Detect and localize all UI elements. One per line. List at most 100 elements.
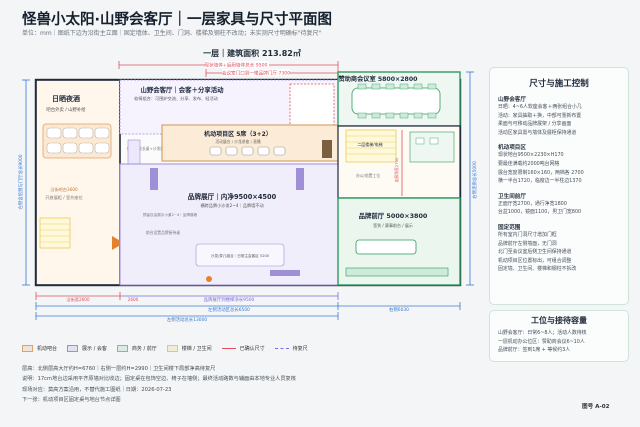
- room-hall-sub: 软椅组合：可围炉交流、分享、发布、轻活动: [134, 95, 218, 102]
- spec-item: 品牌前厅左侧墙面，无门洞: [498, 240, 557, 247]
- spec-item: 正面厅宽2700，通行净宽1800: [498, 200, 567, 207]
- plan-header: 一层｜建筑面积 213.82㎡: [203, 48, 301, 58]
- entry-arrow-icon: [112, 236, 124, 250]
- front-counter: [345, 267, 449, 277]
- room-brand-hall-sub: 横跨品牌小沙发2~4｜品牌墙不动: [200, 202, 263, 209]
- stair-block: [39, 217, 71, 249]
- brand-hall-shelf-right: [296, 168, 304, 190]
- capacity-panel: 工位与接待容量 山野会客厅：日常6~8人；活动人数待核 一层机动办公位区：赞助商…: [489, 310, 629, 362]
- room-sun-bar-sub: 吧台外卖 / 山野补给: [46, 106, 86, 113]
- legend-swatch: [274, 347, 289, 349]
- legend-item: 已确认尺寸: [221, 345, 265, 352]
- spec-item: 活动：家具抽取＋换，中部可重新布置: [498, 112, 582, 119]
- spec-panel: 尺寸与施工控制 山野会客厅 日晒：4~6人软座会客＋两张组合小几 活动：家具抽取…: [489, 67, 629, 305]
- stair-lines: [40, 223, 70, 243]
- room-brand-hall-bottom: 预留自由展示小桌2~4｜品牌展墙: [143, 212, 198, 217]
- legend-swatch: [116, 344, 128, 352]
- spec-section-name: 固定范围: [498, 224, 521, 231]
- spec-section-name: 机动项目区: [498, 145, 526, 152]
- spec-item: 柔面与可移动品牌展架 / 分享画面: [498, 121, 572, 128]
- top-dimension-1-label: 现状墙体+后厨墙体总长 9500: [205, 62, 268, 69]
- room-sun-bar-note2: 开放展柜 / 室外座位: [45, 194, 83, 201]
- mobile-zone-seats: [209, 146, 286, 156]
- capacity-item: 一层机动办公位区：赞助商会议6~10人: [498, 338, 585, 345]
- room-hall-note: 拼桌会议长桌+沙发组团（可拆）: [127, 146, 183, 151]
- spec-item: 横一半台1720，临窗边一半柱边1370: [498, 178, 582, 185]
- page-subtitle: 单位：mm｜图纸下边为沿街主立面｜固定墙体、卫生间、门洞、楼梯及钢柱不改动；未实…: [22, 30, 322, 37]
- bottom-dim-1-label: 品牌展厅到楼梯净长9500: [204, 296, 255, 303]
- left-dimension-label: 左侧含后厨与门厅总长9000: [17, 154, 24, 209]
- spec-item: 台盆1000，镜面1100，男卫门宽800: [498, 209, 582, 216]
- elevator-stair: [345, 129, 397, 163]
- room-sun-bar-title: 日晒夜酒: [52, 94, 80, 103]
- mobile-zone-title: 机动项目区 5席（3+2）: [204, 130, 272, 138]
- legend-swatch: [67, 344, 79, 352]
- bottom-dimension-row-3: 左侧活动总长13000: [35, 312, 339, 323]
- legend-label: 已确认尺寸: [239, 345, 265, 352]
- spec-section-name: 山野会客厅: [498, 97, 526, 103]
- legend-label: 待复尺: [292, 345, 308, 352]
- spec-item: 机动项目区位置标出，可组合调整: [498, 257, 572, 264]
- legend-item: 展示 / 会客: [67, 344, 107, 352]
- spec-item: 要最佳满载约2000吨台网格: [498, 160, 560, 167]
- top-dimension-1: 现状墙体+后厨墙体总长 9500: [118, 61, 339, 69]
- legend-item: 待复尺: [274, 345, 308, 352]
- brand-hall-sofa-label: 沙发/茶几组合｜日常主会客区 5200: [211, 253, 270, 258]
- corridor-label: 二层楼梯/电梯: [357, 141, 382, 147]
- legend-item: 机动吧台: [22, 344, 58, 352]
- legend-label: 商务 / 前厅: [131, 345, 157, 352]
- room-front-title: 品牌前厅 5000×3800: [359, 211, 428, 220]
- notes: 层高：北侧层高大厅约H=6760｜右侧一层约H=2990｜卫生间楼下局部净高待复…: [22, 364, 482, 406]
- right-dimension-label: 右侧走廊总长5000: [471, 161, 478, 199]
- legend-label: 机动吧台: [37, 345, 58, 352]
- meeting-chairs: [357, 83, 437, 119]
- corridor-note: 办公/前置工位: [356, 173, 380, 178]
- legend-swatch: [22, 344, 33, 352]
- room-sun-bar-note: 沿街吧台3600: [50, 186, 78, 193]
- spec-title: 尺寸与施工控制: [529, 79, 589, 89]
- capacity-title: 工位与接待容量: [531, 316, 587, 325]
- bar-stools: [46, 127, 110, 154]
- legend-item: 楼梯 / 卫生间: [166, 344, 212, 352]
- bottom-dim-2-label: 左侧活动区总长6500: [208, 306, 250, 313]
- capacity-item: 山野会客厅：日常6~8人；活动人数待核: [498, 330, 587, 336]
- bottom-dim-6-label: 2600: [128, 297, 139, 302]
- spec-item: 所有室内门洞尺寸增加门框: [498, 231, 557, 238]
- spec-item: 北门至会议室后侧卫生间保持通道: [498, 249, 572, 256]
- elevator-stair-lines: [346, 135, 396, 155]
- hall-shelf: [289, 83, 335, 131]
- bottom-dimension-row-2: 左侧活动区总长6500 右侧6030: [35, 302, 461, 313]
- capacity-item: 品牌前厅：签到1席 + 等候约3人: [498, 347, 571, 354]
- legend-swatch: [166, 344, 178, 352]
- mobile-zone-post: [322, 140, 332, 158]
- mobile-zone-sub: 活动展台 / 沙龙讲座 / 直播: [215, 139, 261, 144]
- meeting-table: [351, 87, 441, 115]
- bottom-dimension-row-1: 沿街宽2600 2600 品牌展厅到楼梯净长9500: [35, 292, 339, 303]
- spec-item: 日晒：4~6人软座会客＋两张组合小几: [498, 104, 582, 110]
- spec-section-name: 卫生间前厅: [498, 193, 526, 200]
- spec-item: 展台宽度限制160×160，两档各 2700: [498, 169, 584, 176]
- bottom-dim-4-label: 右侧6030: [389, 306, 409, 313]
- legend: 机动吧台 展示 / 会客 商务 / 前厅 楼梯 / 卫生间 已确认尺寸 待复尺: [22, 338, 477, 358]
- right-dimension: 右侧走廊总长5000: [466, 71, 478, 286]
- spec-item: 活动区家具需与墙体及展柜保持通道: [498, 129, 577, 136]
- room-brand-hall-title: 品牌展厅｜内净9500×4500: [188, 192, 277, 201]
- brand-hall-shelf-bottom: [270, 270, 300, 276]
- corridor-width-label: 走廊净宽2700: [394, 157, 399, 182]
- legend-item: 商务 / 前厅: [116, 344, 157, 352]
- spec-item: 现状地台9500×2230×H170: [498, 152, 564, 159]
- front-desk: [355, 239, 417, 255]
- note-line: 下一张：机动项目区固定桌与地台节点详图: [22, 397, 121, 404]
- room-hall-title: 山野会客厅｜会客＋分享活动: [140, 85, 224, 94]
- legend-label: 展示 / 会客: [82, 345, 107, 352]
- brand-hall-sofa: [195, 243, 285, 267]
- bottom-dim-5-label: 沿街宽2600: [66, 296, 90, 303]
- legend-swatch: [221, 347, 236, 349]
- top-dimension-2: 会议室门口到一楼品牌门厅 7300: [205, 69, 339, 77]
- note-line: 层高：北侧层高大厅约H=6760｜右侧一层约H=2990｜卫生间楼下局部净高待复…: [22, 366, 216, 372]
- bottom-dim-3-label: 左侧活动总长13000: [167, 316, 208, 323]
- room-brand-hall-note: 前台设置品牌接待桌: [146, 230, 180, 235]
- left-dimension: 左侧含后厨与门厅总长9000: [17, 79, 30, 286]
- spec-item: 固定墙、卫生间、楼梯和钢柱不拆改: [498, 266, 577, 273]
